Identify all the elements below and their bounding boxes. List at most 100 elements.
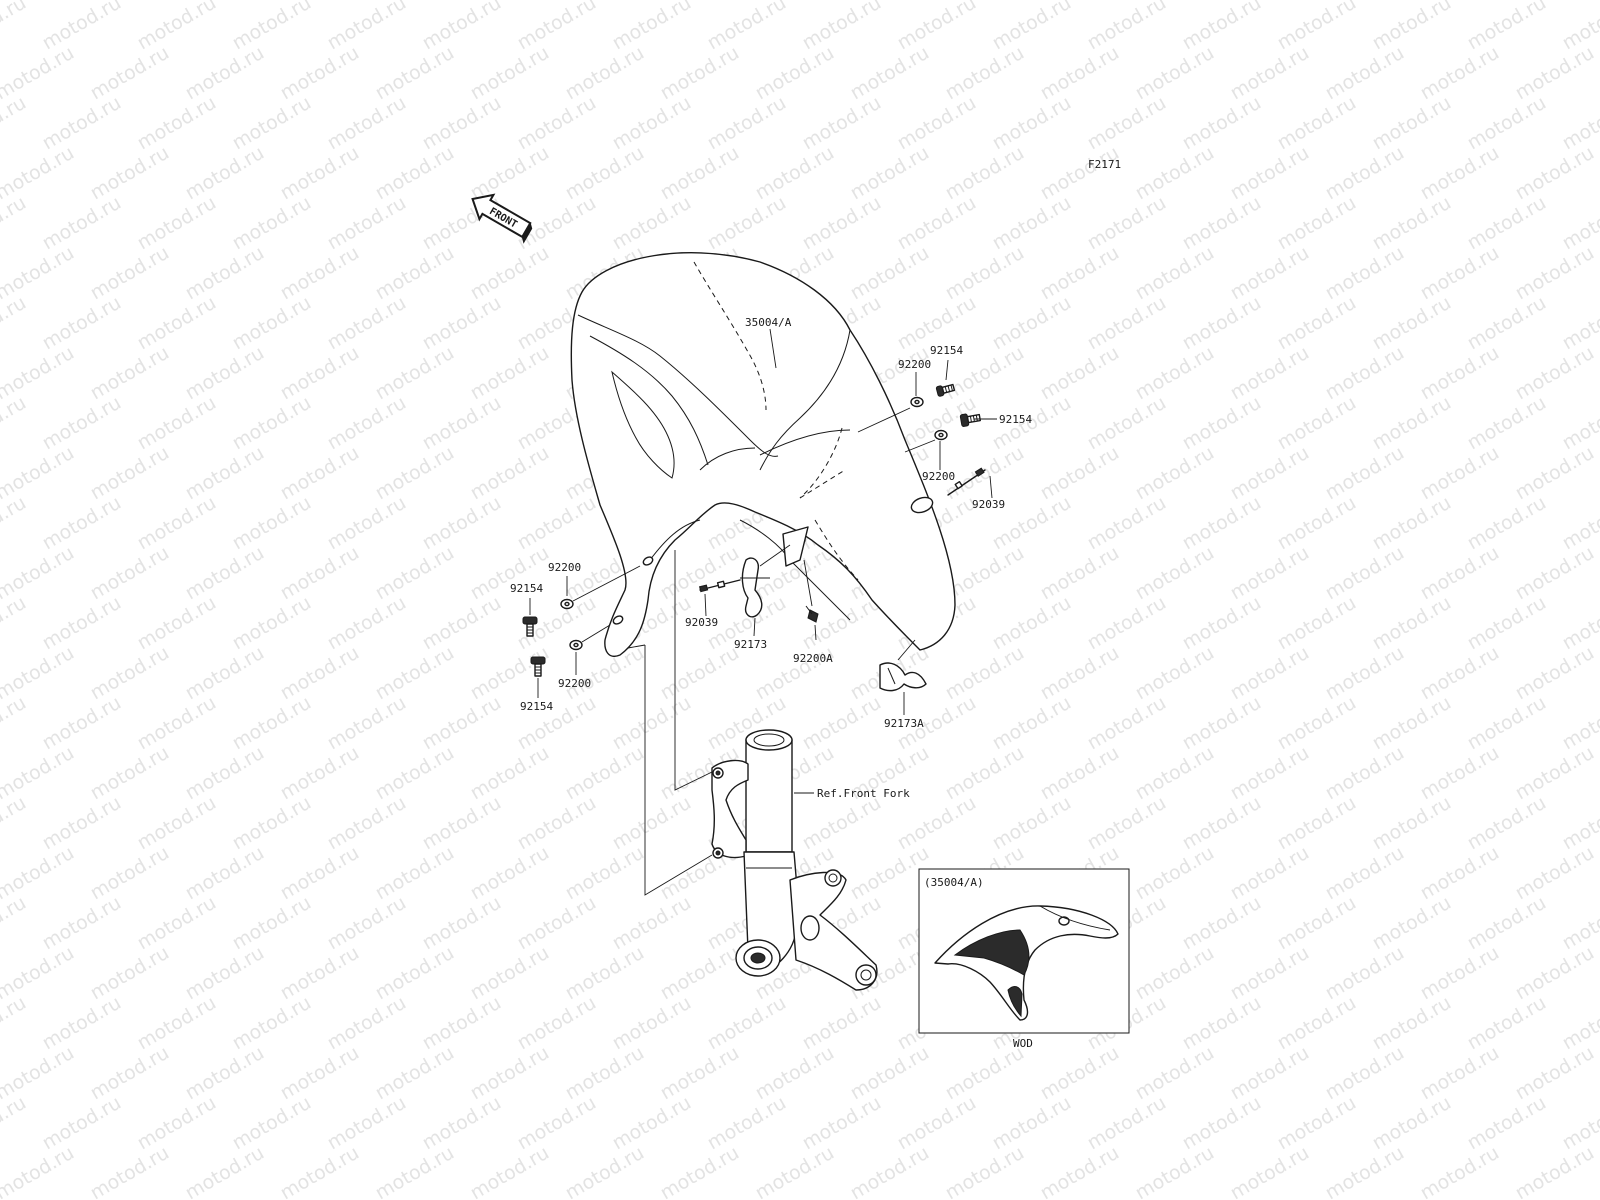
watermark-text: motod.ru [562,942,648,1005]
watermark-text: motod.ru [1464,392,1550,455]
watermark-text: motod.ru [1512,442,1598,505]
watermark-text: motod.ru [1274,0,1360,54]
watermark-text: motod.ru [182,342,268,405]
watermark-text: motod.ru [1559,292,1600,355]
watermark-text: motod.ru [1274,192,1360,255]
watermark-text: motod.ru [514,1092,600,1155]
watermark-text: motod.ru [1227,342,1313,405]
watermark-text: motod.ru [1274,1092,1360,1155]
watermark-text: motod.ru [989,592,1075,655]
watermark-text: motod.ru [609,992,695,1055]
label-fender: 35004/A [745,316,792,329]
watermark-text: motod.ru [657,942,743,1005]
watermark-text: motod.ru [467,442,553,505]
watermark-text: motod.ru [1464,1092,1550,1155]
watermark-text: motod.ru [1179,92,1265,155]
watermark-text: motod.ru [514,0,600,54]
watermark-text: motod.ru [1179,292,1265,355]
label-holder-l: 92173 [734,638,767,651]
watermark-text: motod.ru [1274,892,1360,955]
watermark-text: motod.ru [1369,592,1455,655]
watermark-text: motod.ru [182,642,268,705]
watermark-text: motod.ru [1464,892,1550,955]
watermark-text: motod.ru [324,692,410,755]
watermark-text: motod.ru [1037,42,1123,105]
watermark-text: motod.ru [799,92,885,155]
watermark-text: motod.ru [609,1092,695,1155]
watermark-text: motod.ru [134,392,220,455]
watermark-text: motod.ru [277,842,363,905]
holder-icon [740,557,770,618]
watermark-text: motod.ru [1464,0,1550,54]
watermark-text: motod.ru [894,0,980,54]
watermark-text: motod.ru [989,192,1075,255]
watermark-text: motod.ru [1417,1142,1503,1200]
watermark-text: motod.ru [324,992,410,1055]
washer-icon [569,639,583,651]
watermark-text: motod.ru [134,592,220,655]
watermark-text: motod.ru [989,0,1075,54]
watermark-text: motod.ru [562,1142,648,1200]
watermark-text: motod.ru [39,292,125,355]
watermark-text: motod.ru [1464,492,1550,555]
watermark-text: motod.ru [182,1042,268,1105]
watermark-text: motod.ru [1084,792,1170,855]
watermark-text: motod.ru [1369,192,1455,255]
watermark-text: motod.ru [1512,742,1598,805]
label-washer-tr: 92200 [898,358,931,371]
watermark-text: motod.ru [324,92,410,155]
watermark-text: motod.ru [0,92,30,155]
watermark-text: motod.ru [1512,142,1598,205]
watermark-text: motod.ru [1037,242,1123,305]
watermark-text: motod.ru [419,892,505,955]
watermark-text: motod.ru [1084,692,1170,755]
watermark-text: motod.ru [277,1142,363,1200]
watermark-text: motod.ru [562,842,648,905]
watermark-text: motod.ru [704,0,790,54]
washer-icon [560,598,574,610]
watermark-text: motod.ru [229,1092,315,1155]
watermark-text: motod.ru [1464,92,1550,155]
watermark-text: motod.ru [1274,92,1360,155]
watermark-text: motod.ru [182,142,268,205]
watermark-text: motod.ru [1559,692,1600,755]
watermark-text: motod.ru [1559,392,1600,455]
watermark-text: motod.ru [419,492,505,555]
watermark-text: motod.ru [324,292,410,355]
watermark-text: motod.ru [277,342,363,405]
watermark-text: motod.ru [87,442,173,505]
holder-icon [879,662,927,692]
watermark-text: motod.ru [657,42,743,105]
watermark-text: motod.ru [1512,1142,1598,1200]
watermark-text: motod.ru [1227,542,1313,605]
watermark-text: motod.ru [419,592,505,655]
watermark-text: motod.ru [1179,492,1265,555]
watermark-text: motod.ru [1179,0,1265,54]
watermark-text: motod.ru [942,742,1028,805]
watermark-text: motod.ru [1559,1092,1600,1155]
watermark-text: motod.ru [942,642,1028,705]
watermark-text: motod.ru [1037,542,1123,605]
bolt-icon [530,656,546,677]
watermark-text: motod.ru [1417,442,1503,505]
watermark-text: motod.ru [942,142,1028,205]
watermark-text: motod.ru [1227,1142,1313,1200]
watermark-text: motod.ru [942,242,1028,305]
watermark-text: motod.ru [609,0,695,54]
watermark-text: motod.ru [229,0,315,54]
watermark-text: motod.ru [1559,992,1600,1055]
watermark-text: motod.ru [87,942,173,1005]
watermark-text: motod.ru [1084,292,1170,355]
watermark-text: motod.ru [467,942,553,1005]
watermark-text: motod.ru [419,92,505,155]
watermark-text: motod.ru [562,142,648,205]
label-clamp-r: 92039 [972,498,1005,511]
watermark-text: motod.ru [1512,842,1598,905]
watermark-text: motod.ru [1512,1042,1598,1105]
watermark-text: motod.ru [704,92,790,155]
watermark-text: motod.ru [419,792,505,855]
watermark-text: motod.ru [134,1092,220,1155]
watermark-text: motod.ru [514,492,600,555]
watermark-text: motod.ru [182,942,268,1005]
